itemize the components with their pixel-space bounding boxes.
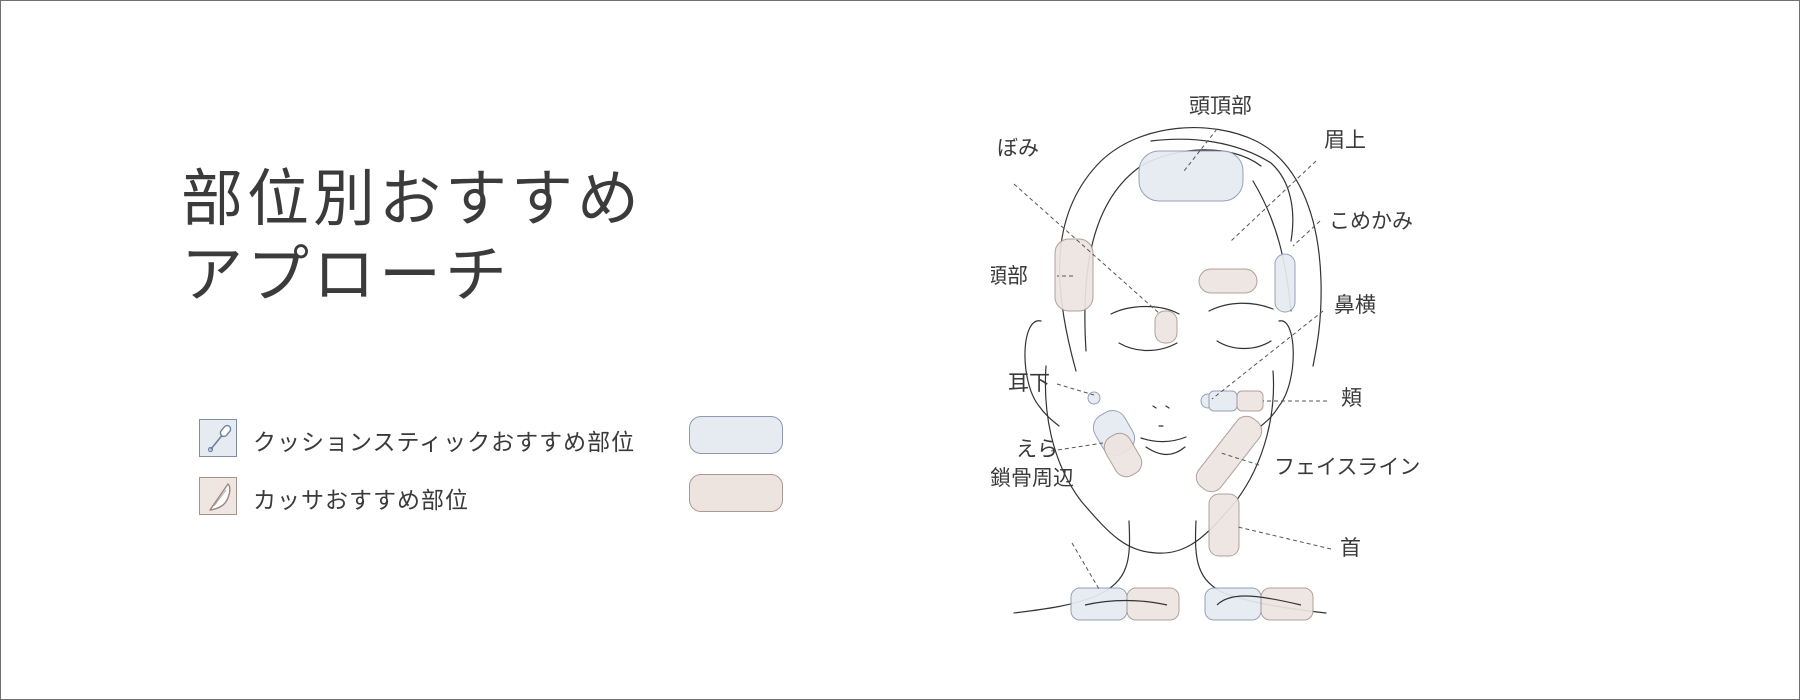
cushion-stick-icon [199,419,237,457]
zone-collarbone-right-cushion [1204,587,1262,621]
kassa-icon [199,477,237,515]
page-title: 部位別おすすめ アプローチ [181,161,643,313]
zone-collarbone-left-cushion [1070,587,1128,621]
region-labels: 頭頂部 目のくぼみ 眉上 こめかみ 側頭部 鼻横 耳下 頬 えら フェイスライン… [991,94,1420,560]
label-collarbone: 鎖骨周辺 [991,466,1074,490]
title-line-2: アプローチ [181,238,512,311]
title-line-1: 部位別おすすめ [181,162,644,235]
zone-face-line [1195,415,1263,493]
legend-swatch-kassa [689,474,783,512]
zone-collarbone-left-kassa [1126,587,1180,621]
legend-label-kassa: カッサおすすめ部位 [253,488,469,514]
label-above-brow: 眉上 [1324,128,1366,152]
zone-above-brow [1198,268,1258,294]
zone-neck [1208,493,1240,557]
label-under-ear: 耳下 [1008,371,1050,395]
kassa-zones [1054,238,1314,621]
zone-jaw-kassa [1103,432,1143,478]
zone-cheek-kassa [1236,390,1264,412]
legend-swatch-cushion [689,416,783,454]
label-nose-side: 鼻横 [1334,293,1376,317]
zone-under-ear [1087,391,1101,405]
zone-crown [1138,150,1244,202]
leader-lines [1013,128,1332,590]
zone-side-head [1054,238,1094,312]
label-jaw-angle: えら [1016,437,1058,461]
zone-collarbone-right-kassa [1260,587,1314,621]
label-face-line: フェイスライン [1274,455,1420,479]
label-temple: こめかみ [1329,209,1413,233]
face-diagram: 頭頂部 目のくぼみ 眉上 こめかみ 側頭部 鼻横 耳下 頬 えら フェイスライン… [991,94,1420,621]
label-neck: 首 [1340,536,1361,560]
label-eye-hollow: 目のくぼみ [991,136,1039,160]
zone-eye-hollow [1154,310,1178,344]
collarbone-lines [1084,595,1302,606]
label-side-head: 側頭部 [991,264,1028,288]
zone-cheek-cushion [1208,390,1238,412]
zone-temple [1274,253,1296,313]
legend-label-cushion: クッションスティックおすすめ部位 [253,430,636,456]
cushion-zones [1070,150,1296,621]
label-crown: 頭頂部 [1189,94,1252,118]
label-cheek: 頬 [1341,386,1362,410]
